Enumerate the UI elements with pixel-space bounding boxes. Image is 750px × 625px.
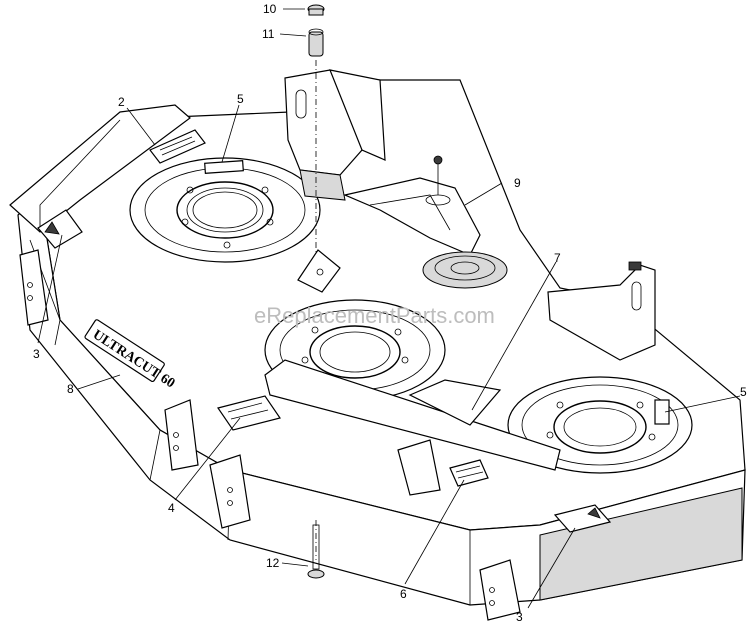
- callout-labels: 10 11 2 5 9 7 3 8 5 4 12 6 3: [33, 2, 747, 624]
- callout-5-upper: 5: [237, 92, 244, 106]
- rear-mount-bracket: [284, 69, 386, 201]
- decals: [37, 129, 670, 533]
- pivot-plate: [297, 249, 341, 293]
- callout-3-right: 3: [516, 610, 523, 624]
- callout-2: 2: [118, 95, 125, 109]
- decal-3-left: [37, 209, 83, 249]
- callout-10: 10: [263, 2, 277, 16]
- idler-arm-assembly: [343, 155, 508, 289]
- bolt-12: [307, 524, 325, 579]
- front-ribs: [19, 249, 521, 621]
- leader-lines: [37, 8, 741, 609]
- callout-3-left: 3: [33, 347, 40, 361]
- callout-5-right: 5: [740, 385, 747, 399]
- callout-4: 4: [168, 501, 175, 515]
- callout-8: 8: [67, 382, 74, 396]
- callout-11: 11: [262, 27, 275, 41]
- callout-7: 7: [554, 251, 561, 265]
- decal-4: [217, 395, 281, 431]
- callout-6: 6: [400, 587, 407, 601]
- decal-5-right: [654, 399, 670, 425]
- callout-9: 9: [514, 176, 521, 190]
- right-rear-bracket: [547, 261, 656, 361]
- watermark: eReplacementParts.com: [254, 303, 495, 328]
- hardware-stack: [307, 4, 325, 57]
- left-spindle-housing: [129, 157, 321, 263]
- belt-channel: [264, 359, 561, 471]
- callout-12: 12: [266, 556, 280, 570]
- decal-2: [149, 129, 206, 164]
- decal-5-left: [204, 160, 244, 174]
